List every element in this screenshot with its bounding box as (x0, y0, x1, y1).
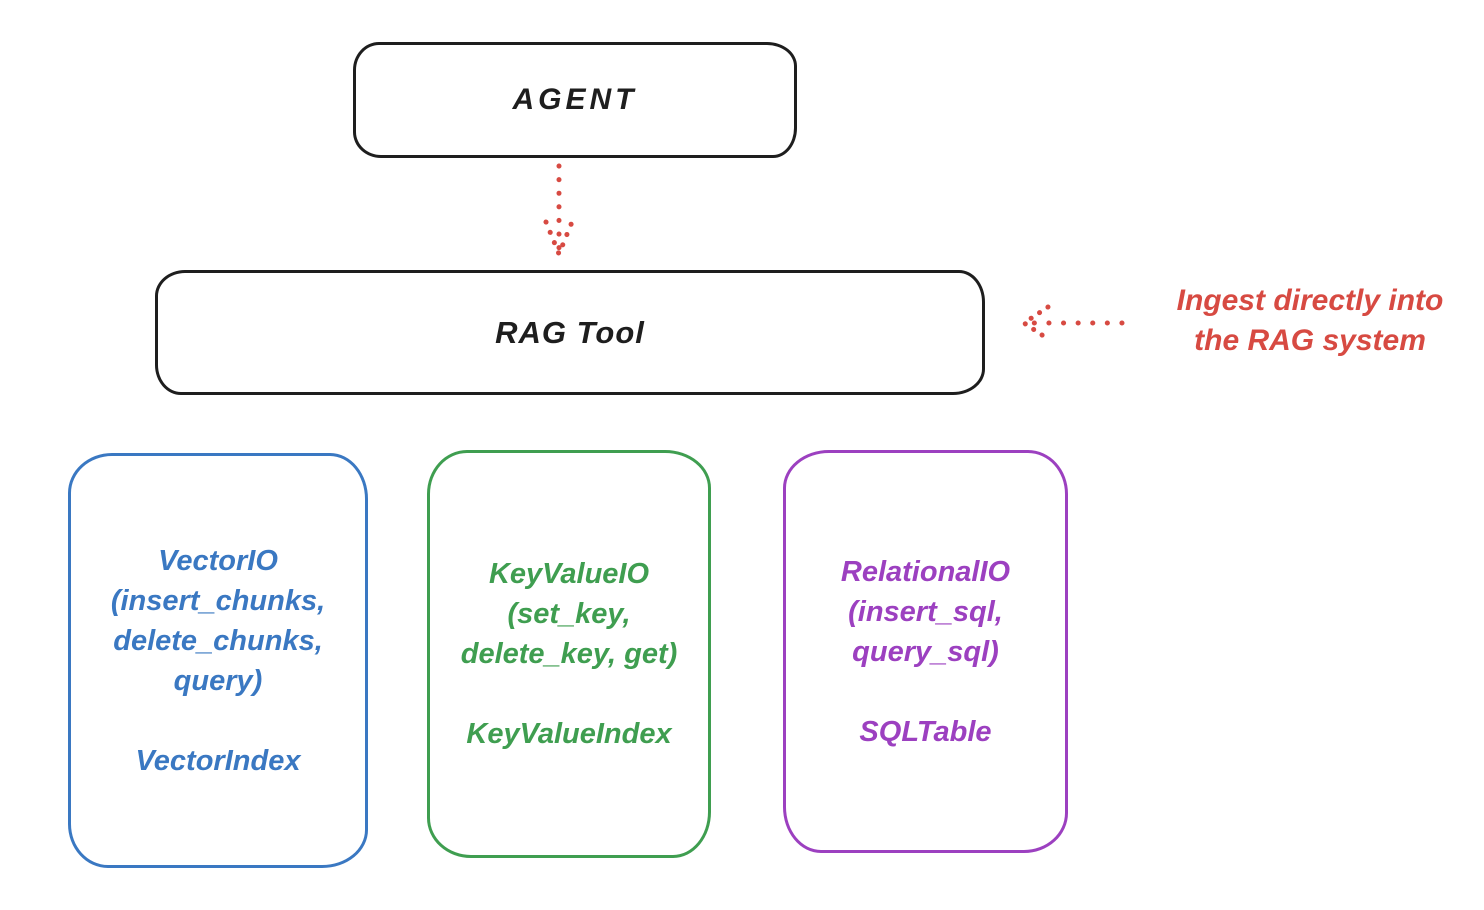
relational-io-subtitle: SQLTable (859, 715, 992, 748)
vector-io-subtitle: VectorIndex (135, 744, 301, 777)
vector-io-box: VectorIO (insert_chunks, delete_chunks, … (68, 453, 368, 868)
dotted-arrow-down-icon (543, 163, 575, 257)
keyvalue-io-box: KeyValueIO (set_key, delete_key, get) Ke… (427, 450, 711, 858)
ingest-annotation: Ingest directly into the RAG system (1176, 284, 1444, 357)
relational-io-box: RelationalIO (insert_sql, query_sql) SQL… (783, 450, 1068, 853)
keyvalue-io-title: KeyValueIO (set_key, delete_key, get) (460, 558, 678, 670)
agent-label: AGENT (512, 83, 638, 116)
rag-tool-label: RAG Tool (495, 314, 645, 350)
dotted-arrow-left-icon (1021, 304, 1125, 342)
relational-io-title: RelationalIO (insert_sql, query_sql) (840, 555, 1011, 668)
keyvalue-io-subtitle: KeyValueIndex (466, 718, 672, 750)
rag-tool-node: RAG Tool (155, 270, 985, 395)
vector-io-title: VectorIO (insert_chunks, delete_chunks, … (110, 544, 326, 697)
agent-node: AGENT (353, 42, 797, 158)
